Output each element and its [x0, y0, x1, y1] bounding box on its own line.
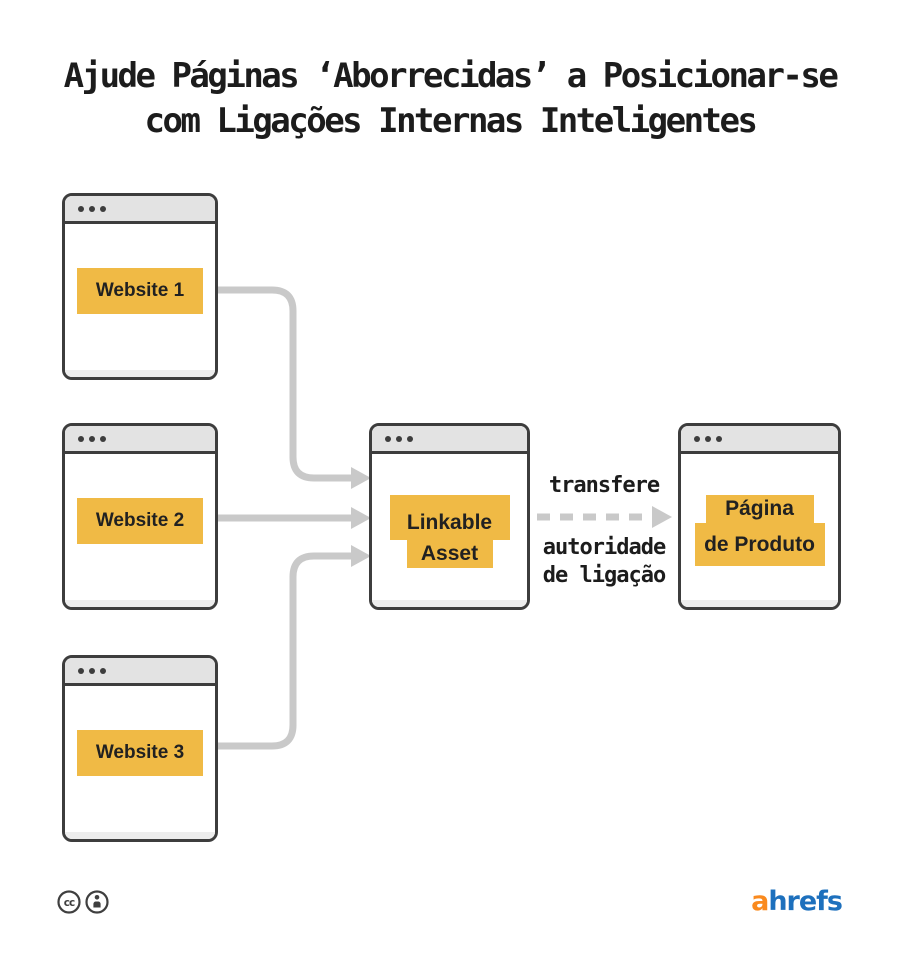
window-dot-icon — [705, 435, 711, 442]
window-titlebar — [65, 426, 215, 454]
page-title: Ajude Páginas ‘Aborrecidas’ a Posicionar… — [0, 54, 900, 144]
linkable-asset-label-line-2: Asset — [406, 540, 493, 568]
ahrefs-logo-hrefs: hrefs — [768, 886, 843, 917]
window-titlebar — [65, 196, 215, 224]
window-dot-icon — [100, 435, 106, 442]
browser-window-website-1: Website 1 — [62, 193, 218, 380]
link-authority-label: autoridade de ligação — [542, 534, 666, 590]
transfer-label: transfere — [548, 473, 660, 498]
window-dot-icon — [716, 435, 722, 442]
browser-window-website-2: Website 2 — [62, 423, 218, 610]
license-badges: cc — [56, 888, 118, 921]
window-dot-icon — [100, 667, 106, 674]
window-dot-icon — [407, 435, 413, 442]
window-footer-strip — [65, 832, 215, 839]
arrowhead-3 — [351, 545, 371, 567]
window-dot-icon — [396, 435, 402, 442]
window-titlebar — [372, 426, 527, 454]
website-3-label: Website 3 — [77, 730, 203, 776]
window-dot-icon — [385, 435, 391, 442]
window-dot-icon — [89, 667, 95, 674]
product-page-label-line-2: de Produto — [694, 523, 825, 566]
window-titlebar — [681, 426, 838, 454]
page-title-line-1: Ajude Páginas ‘Aborrecidas’ a Posicionar… — [63, 56, 839, 96]
window-footer-strip — [65, 370, 215, 377]
ahrefs-logo: ahrefs — [751, 886, 843, 917]
window-dot-icon — [694, 435, 700, 442]
cc-by-icons: cc — [57, 890, 109, 914]
window-footer-strip — [372, 600, 527, 607]
product-page-label: Página de Produto — [694, 495, 825, 566]
product-page-label-line-1: Página — [705, 495, 814, 523]
window-dot-icon — [78, 667, 84, 674]
cc-icon: cc — [57, 890, 81, 914]
window-titlebar — [65, 658, 215, 686]
attribution-person-icon — [85, 890, 109, 914]
window-dot-icon — [100, 205, 106, 212]
window-footer-strip — [65, 600, 215, 607]
arrow-website1-to-asset — [218, 286, 353, 482]
website-2-label: Website 2 — [77, 498, 203, 544]
link-authority-label-line-1: autoridade — [542, 535, 666, 560]
website-1-label: Website 1 — [77, 268, 203, 314]
arrowhead-1 — [351, 467, 371, 489]
link-authority-label-line-2: de ligação — [542, 563, 666, 588]
window-dot-icon — [89, 205, 95, 212]
linkable-asset-label: Linkable Asset — [389, 495, 510, 568]
window-dot-icon — [89, 435, 95, 442]
page-title-line-2: com Ligações Internas Inteligentes — [144, 101, 758, 141]
browser-window-website-3: Website 3 — [62, 655, 218, 842]
window-dot-icon — [78, 205, 84, 212]
svg-text:cc: cc — [64, 897, 75, 909]
ahrefs-logo-a: a — [751, 886, 769, 917]
arrow-website3-to-asset — [218, 552, 353, 750]
arrowhead-dashed — [652, 506, 672, 528]
window-footer-strip — [681, 600, 838, 607]
browser-window-linkable-asset: Linkable Asset — [369, 423, 530, 610]
window-dot-icon — [78, 435, 84, 442]
linkable-asset-label-line-1: Linkable — [389, 495, 510, 540]
browser-window-product-page: Página de Produto — [678, 423, 841, 610]
arrowhead-2 — [351, 507, 371, 529]
